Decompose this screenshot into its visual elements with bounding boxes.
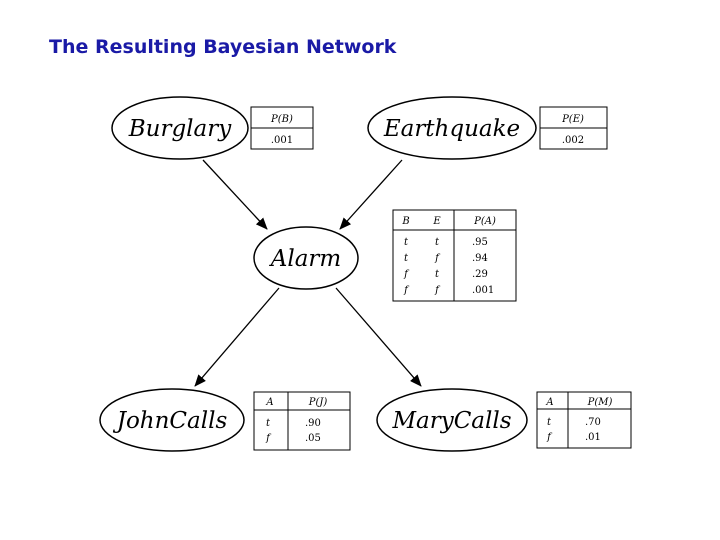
node-johncalls-label: JohnCalls [113,408,228,434]
cpt-mary-header-a: A [545,397,553,408]
cpt-burglary-header: P(B) [270,114,293,125]
edge-alarm-johncalls [194,287,280,387]
cpt-john-cell: .90 [305,418,321,429]
cpt-marycalls: A P(M) t .70 f .01 [536,391,632,449]
cpt-john-cell: t [266,418,271,429]
cpt-earthquake-header: P(E) [561,114,584,125]
node-alarm-label: Alarm [269,246,341,272]
node-marycalls: MaryCalls [376,388,528,452]
edge-burglary-alarm [202,159,268,230]
cpt-alarm-cell: t [404,237,409,248]
cpt-alarm-cell: .95 [472,237,488,248]
cpt-john-header-a: A [265,397,273,408]
page-title: The Resulting Bayesian Network [49,36,397,58]
node-marycalls-label: MaryCalls [391,408,511,434]
cpt-john-cell: .05 [305,433,321,444]
cpt-alarm-header-pa: P(A) [473,216,496,227]
cpt-alarm-cell: f [434,253,441,264]
cpt-mary-header-pm: P(M) [587,397,613,408]
cpt-earthquake: P(E) .002 [539,106,608,150]
cpt-alarm-cell: f [403,285,410,296]
cpt-alarm-header-e: E [432,216,441,227]
cpt-alarm-cell: t [435,269,440,280]
cpt-alarm: B E P(A) t t .95 t f .94 f t .29 f f .00… [392,209,517,302]
node-earthquake-label: Earthquake [383,116,520,142]
cpt-alarm-cell: f [403,269,410,280]
cpt-earthquake-value: .002 [562,135,584,146]
cpt-john-header-pj: P(J) [308,397,328,408]
node-earthquake: Earthquake [367,96,537,160]
cpt-johncalls: A P(J) t .90 f .05 [253,391,351,451]
cpt-burglary: P(B) .001 [250,106,314,150]
node-burglary-label: Burglary [128,116,232,142]
cpt-alarm-cell: .29 [472,269,488,280]
cpt-mary-cell: f [546,432,553,443]
node-johncalls: JohnCalls [99,388,245,452]
cpt-alarm-cell: f [434,285,441,296]
cpt-burglary-value: .001 [271,135,293,146]
cpt-john-cell: f [265,433,272,444]
cpt-mary-cell: t [547,417,552,428]
node-burglary: Burglary [111,96,249,160]
node-alarm: Alarm [253,226,359,290]
cpt-alarm-cell: .94 [472,253,488,264]
cpt-mary-cell: .01 [585,432,601,443]
edge-earthquake-alarm [339,159,403,230]
cpt-alarm-cell: t [404,253,409,264]
cpt-alarm-header-b: B [401,216,409,227]
cpt-alarm-cell: t [435,237,440,248]
cpt-alarm-cell: .001 [472,285,494,296]
edge-alarm-marycalls [335,287,422,387]
cpt-mary-cell: .70 [585,417,601,428]
